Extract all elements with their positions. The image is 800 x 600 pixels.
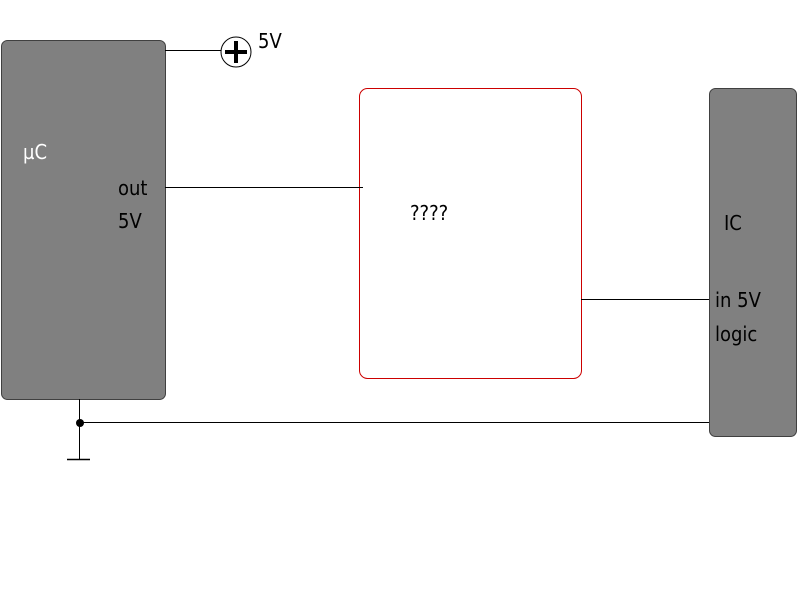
uc-output-label-line1: out xyxy=(118,176,148,200)
ic-input-label-line2: logic xyxy=(715,322,758,346)
unknown-block xyxy=(359,88,582,379)
junction-dot xyxy=(76,419,84,427)
ic-label: IC xyxy=(724,211,742,235)
ic-input-label-line1: in 5V xyxy=(715,288,761,312)
ic-block xyxy=(709,88,797,437)
supply-voltage-label: 5V xyxy=(258,29,282,53)
microcontroller-block xyxy=(1,40,166,400)
microcontroller-label: µC xyxy=(23,140,48,164)
unknown-block-label: ???? xyxy=(410,201,449,225)
plus-terminal-icon xyxy=(220,36,252,68)
uc-output-label-line2: 5V xyxy=(118,209,142,233)
